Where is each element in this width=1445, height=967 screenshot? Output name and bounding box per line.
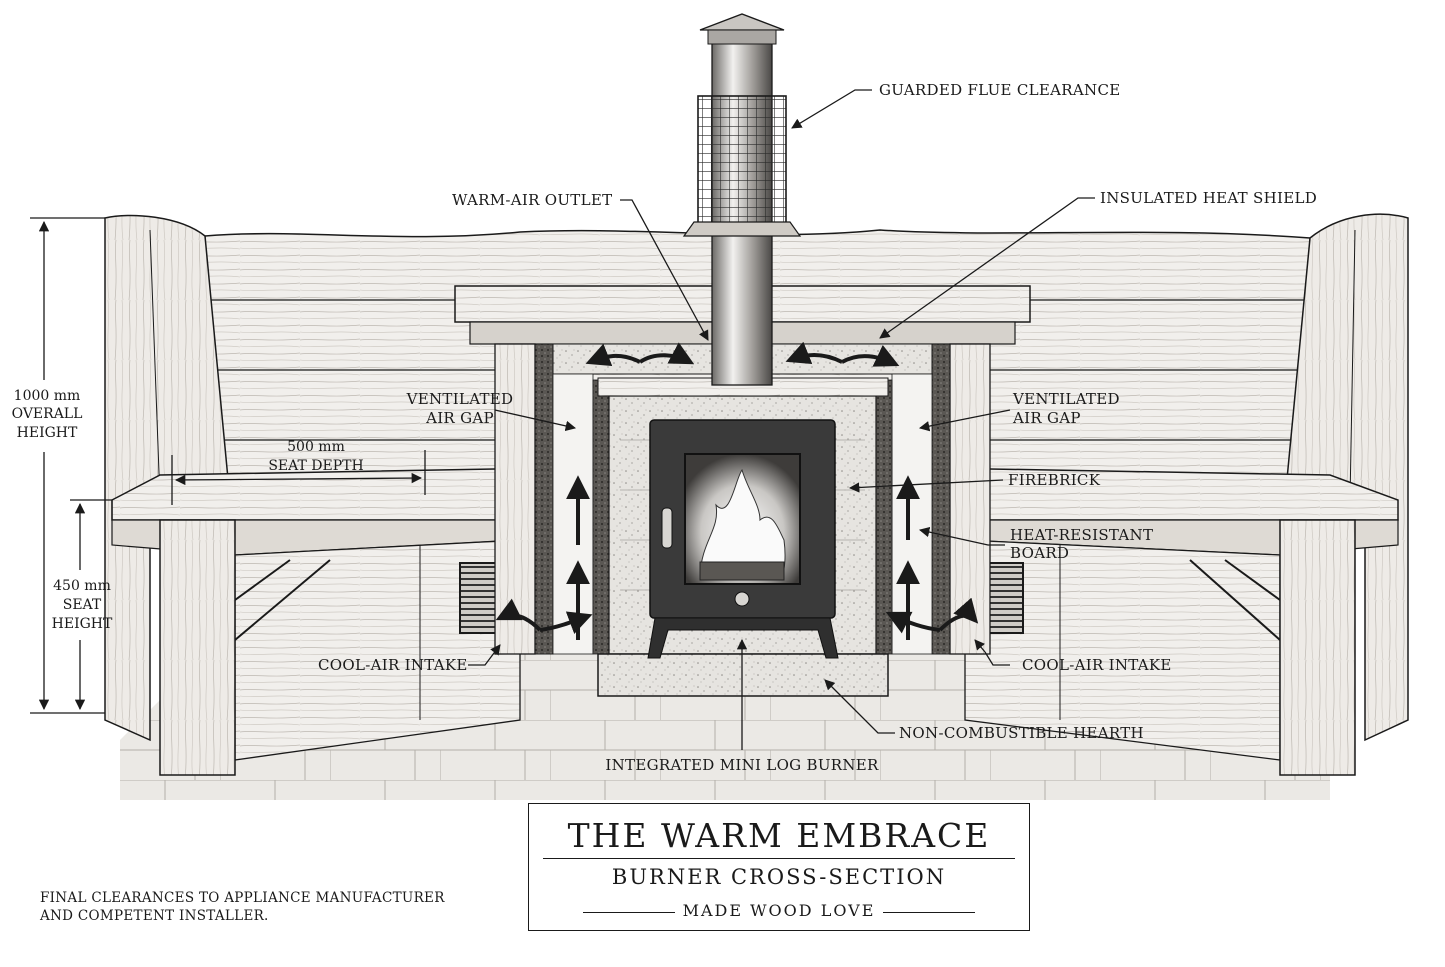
- callout-heat-board-2: BOARD: [1010, 544, 1069, 562]
- flue-pipe: [682, 13, 802, 386]
- overall-height-label-1: OVERALL: [12, 406, 83, 422]
- title-divider: [543, 858, 1015, 859]
- callout-burner: INTEGRATED MINI LOG BURNER: [605, 756, 879, 774]
- tagline-rule-left: [583, 912, 675, 913]
- callout-vent-gap-right-2: AIR GAP: [1012, 409, 1081, 427]
- footnote-line-1: FINAL CLEARANCES TO APPLIANCE MANUFACTUR…: [40, 890, 445, 906]
- seat-height-label-2: HEIGHT: [52, 616, 113, 632]
- callout-cool-air-left: COOL-AIR INTAKE: [318, 656, 468, 674]
- right-bench-seat: [934, 467, 1399, 776]
- callout-vent-gap-left-1: VENTILATED: [406, 390, 514, 408]
- airflow-arrows: [495, 341, 979, 640]
- footnote-line-2: AND COMPETENT INSTALLER.: [40, 908, 269, 924]
- dimension-overall-height: [30, 217, 105, 714]
- diagram-title: THE WARM EMBRACE: [567, 816, 991, 855]
- left-bench-seat: [111, 467, 551, 776]
- callout-vent-gap-left-2: AIR GAP: [425, 409, 494, 427]
- tagline-rule-right: [883, 912, 975, 913]
- installer-footnote: FINAL CLEARANCES TO APPLIANCE MANUFACTUR…: [40, 889, 445, 925]
- seat-height-value: 450 mm: [53, 578, 111, 594]
- callout-leaders: [468, 89, 1095, 750]
- diagram-subtitle: BURNER CROSS-SECTION: [611, 865, 947, 889]
- seat-depth-label: SEAT DEPTH: [268, 458, 363, 474]
- hearth-slab: [597, 653, 889, 697]
- callout-firebrick: FIREBRICK: [1008, 471, 1101, 489]
- right-end-panel: [1284, 213, 1409, 742]
- overall-height-value: 1000 mm: [14, 388, 81, 404]
- callout-cool-air-right: COOL-AIR INTAKE: [1022, 656, 1172, 674]
- seat-depth-value: 500 mm: [287, 439, 345, 455]
- callout-hearth: NON-COMBUSTIBLE HEARTH: [899, 724, 1144, 742]
- overall-height-label-2: HEIGHT: [17, 425, 78, 441]
- callout-guarded-flue: GUARDED FLUE CLEARANCE: [879, 81, 1120, 99]
- title-cartouche: THE WARM EMBRACE BURNER CROSS-SECTION MA…: [528, 803, 1030, 931]
- dimension-seat-height: [70, 499, 112, 711]
- seat-height-label-1: SEAT: [63, 597, 102, 613]
- log-burner: [647, 419, 839, 659]
- dimension-seat-depth: [171, 450, 426, 505]
- callout-heat-board-1: HEAT-RESISTANT: [1010, 526, 1153, 544]
- callout-warm-air-outlet: WARM-AIR OUTLET: [452, 191, 612, 209]
- callout-insulated-heat-shield: INSULATED HEAT SHIELD: [1100, 189, 1317, 207]
- callout-vent-gap-right-1: VENTILATED: [1012, 390, 1120, 408]
- diagram-tagline: MADE WOOD LOVE: [682, 901, 876, 920]
